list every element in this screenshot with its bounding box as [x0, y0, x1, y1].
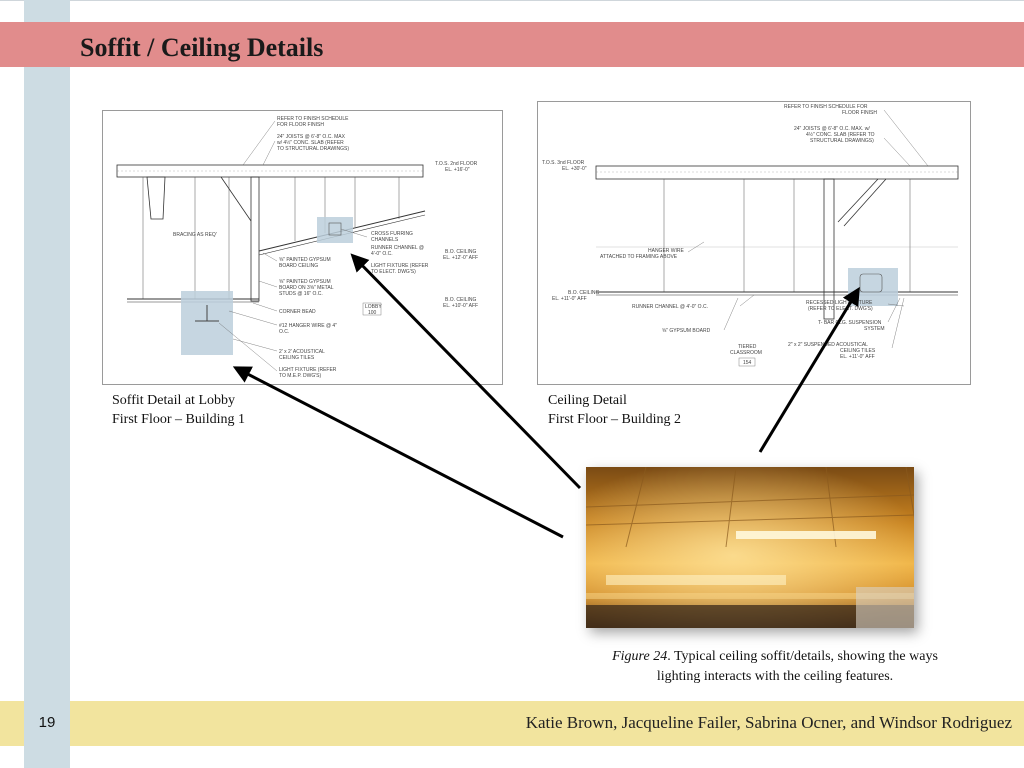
- cad-note: TO STRUCTURAL DRAWINGS): [277, 146, 349, 152]
- cad-note: ⅝" PAINTED GYPSUM: [279, 279, 331, 285]
- left-caption-line2: First Floor – Building 1: [112, 412, 246, 427]
- cad-note: 4½" CONC. SLAB (REFER TO: [806, 131, 875, 138]
- cad-note: B.O. CEILING: [568, 290, 600, 296]
- cad-note: BOARD CEILING: [279, 263, 318, 269]
- cad-note: T- BAR CLG. SUSPENSION: [818, 320, 882, 326]
- cad-note: 24" JOISTS @ 6'-8" O.C. MAX: [277, 134, 346, 140]
- footer-bar: [0, 701, 1024, 746]
- cad-note: 24" JOISTS @ 6'-8" O.C. MAX. w/: [794, 126, 870, 132]
- figure-label: Figure 24: [612, 649, 668, 664]
- left-caption-line1: Soffit Detail at Lobby: [112, 393, 235, 408]
- cad-note: REFER TO FINISH SCHEDULE FOR: [784, 104, 868, 110]
- cad-note: LIGHT FIXTURE (REFER: [279, 367, 337, 373]
- cad-note: TIERED: [738, 344, 757, 350]
- arrow-to-ceiling-light: [758, 286, 860, 453]
- cad-note: ⅝" PAINTED GYPSUM: [279, 257, 331, 263]
- left-drawing-caption: Soffit Detail at Lobby First Floor – Bui…: [112, 391, 245, 429]
- cad-note: 4'-0" O.C.: [371, 251, 393, 257]
- cad-note: w/ 4½" CONC. SLAB (REFER: [277, 139, 344, 146]
- cad-note: CEILING TILES: [840, 348, 876, 354]
- arrow-to-soffit-light: [350, 253, 582, 490]
- ceiling-photo: [586, 467, 914, 628]
- cad-note: TO ELECT. DWG'S): [371, 269, 416, 275]
- arrow-to-soffit-detail: [232, 366, 564, 539]
- figure-caption-line2: lighting interacts with the ceiling feat…: [656, 669, 894, 684]
- cad-note: REFER TO FINISH SCHEDULE: [277, 116, 349, 122]
- cad-note: EL. +16'-0": [445, 167, 470, 173]
- cad-note: HANGER WIRE: [648, 248, 685, 254]
- cad-note: RUNNER CHANNEL @ 4'-0" O.C.: [632, 304, 708, 310]
- cad-note: 100: [368, 310, 377, 316]
- left-accent-stripe: [24, 0, 70, 768]
- footer-accent: [24, 701, 70, 746]
- figure-caption-line1: . Typical ceiling soffit/details, showin…: [667, 649, 938, 664]
- cad-note: RUNNER CHANNEL @: [371, 245, 424, 251]
- right-caption-line2: First Floor – Building 2: [548, 412, 682, 427]
- cad-note: CROSS FURRING: [371, 231, 413, 237]
- cad-note: CEILING TILES: [279, 355, 315, 361]
- cad-note: T.O.S. 3nd FLOOR: [542, 160, 585, 166]
- cad-note: CLASSROOM: [730, 350, 762, 356]
- cad-note: BOARD ON 3⅝" METAL: [279, 285, 334, 291]
- right-drawing-caption: Ceiling Detail First Floor – Building 2: [548, 391, 681, 429]
- slide-title: Soffit / Ceiling Details: [80, 33, 324, 62]
- cad-note: LIGHT FIXTURE (REFER: [371, 263, 429, 269]
- cad-note: EL. +10'-0" AFF: [443, 303, 478, 309]
- figure-caption: Figure 24. Typical ceiling soffit/detail…: [570, 647, 980, 687]
- cad-note: O.C.: [279, 329, 289, 335]
- cad-note: B.O. CEILING: [445, 249, 477, 255]
- cad-note: SYSTEM: [864, 326, 885, 332]
- cad-note: FOR FLOOR FINISH: [277, 122, 324, 128]
- cad-note: BRACING AS REQ': [173, 232, 217, 238]
- cad-note: LOBBY: [365, 304, 382, 310]
- cad-note: EL. +11'-0" AFF: [840, 354, 875, 360]
- cad-note: STUDS @ 16" O.C.: [279, 291, 323, 297]
- cad-note: CHANNELS: [371, 237, 399, 243]
- authors-footer: Katie Brown, Jacqueline Failer, Sabrina …: [525, 713, 1012, 732]
- right-caption-line1: Ceiling Detail: [548, 393, 627, 408]
- cad-note: STRUCTURAL DRAWINGS): [810, 138, 874, 144]
- cad-note: TO M.E.P. DWG'S): [279, 373, 321, 379]
- cad-note: CORNER BEAD: [279, 309, 316, 315]
- ceiling-detail-drawing: REFER TO FINISH SCHEDULE FOR FLOOR FINIS…: [537, 101, 971, 385]
- cad-note: (REFER TO ELECT. DWG'S): [808, 306, 873, 312]
- cad-note: EL. +11'-0" AFF: [552, 296, 587, 302]
- title-bar: [0, 22, 1024, 67]
- cad-note: EL. +12'-0" AFF: [443, 255, 478, 261]
- cad-note: EL. +30'-0": [562, 166, 587, 172]
- cad-note: 154: [743, 360, 752, 366]
- cad-note: #12 HANGER WIRE @ 4": [279, 323, 337, 329]
- page-number: 19: [38, 714, 56, 731]
- cad-note: ⅝" GYPSUM BOARD: [662, 328, 711, 334]
- cad-note: ATTACHED TO FRAMING ABOVE: [600, 254, 678, 260]
- top-rule: [0, 0, 1024, 1]
- cad-note: 2" x 2" SUSPENDED ACOUSTICAL: [788, 342, 868, 348]
- cad-note: RECESSED LIGHT FIXTURE: [806, 300, 873, 306]
- cad-note: 2' x 2' ACOUSTICAL: [279, 349, 325, 355]
- cad-note: B.O. CEILING: [445, 297, 477, 303]
- cad-note: T.O.S. 2nd FLOOR: [435, 161, 478, 167]
- cad-note: FLOOR FINISH: [842, 110, 877, 116]
